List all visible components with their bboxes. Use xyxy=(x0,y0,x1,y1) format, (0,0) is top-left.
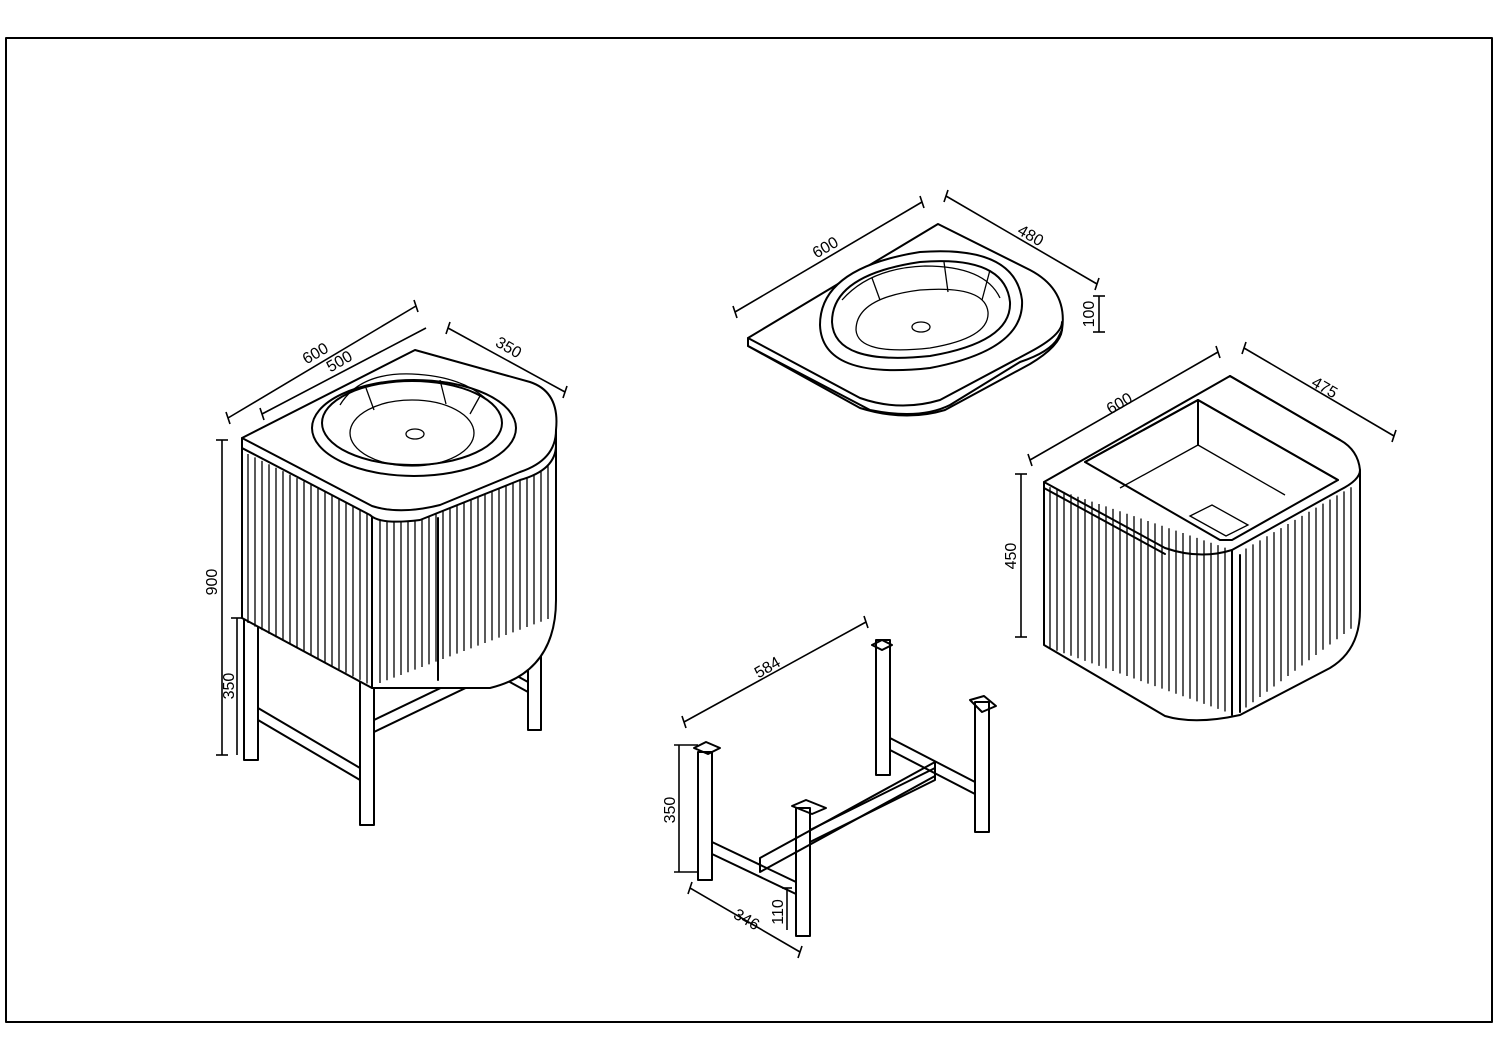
frame-width-label: 584 xyxy=(752,654,784,682)
sheet-border xyxy=(5,37,1493,1023)
cabinet-dimensions xyxy=(1015,341,1397,638)
vanity-basin-depth-label: 350 xyxy=(492,334,524,362)
top-drain-icon xyxy=(911,321,931,333)
frame-depth-label: 346 xyxy=(730,906,762,934)
frame-foot-label: 110 xyxy=(770,899,787,925)
assembled-vanity-view: 600 500 350 900 350 xyxy=(204,299,568,826)
top-thickness-label: 100 xyxy=(1081,301,1098,328)
vanity-basin-rim xyxy=(311,379,517,477)
vanity-cabinet-flutes xyxy=(247,453,549,684)
frame-height-label: 350 xyxy=(662,797,679,824)
vanity-drain-icon xyxy=(405,428,425,440)
cabinet-view: 600 475 450 xyxy=(1003,341,1397,722)
cabinet-flutes xyxy=(1049,487,1352,712)
top-basin-view: 600 480 100 xyxy=(732,189,1105,417)
top-basin-dimensions xyxy=(732,189,1105,333)
top-basin-rim xyxy=(819,250,1024,372)
vanity-dimensions xyxy=(216,299,568,756)
vanity-height-label: 900 xyxy=(204,569,221,596)
cabinet-depth-label: 475 xyxy=(1308,374,1340,402)
cabinet-height-label: 450 xyxy=(1003,543,1020,570)
frame-dimensions xyxy=(674,615,869,959)
frame-stand-view: 584 350 346 110 xyxy=(662,615,997,959)
vanity-leg-height-label: 350 xyxy=(221,673,238,700)
